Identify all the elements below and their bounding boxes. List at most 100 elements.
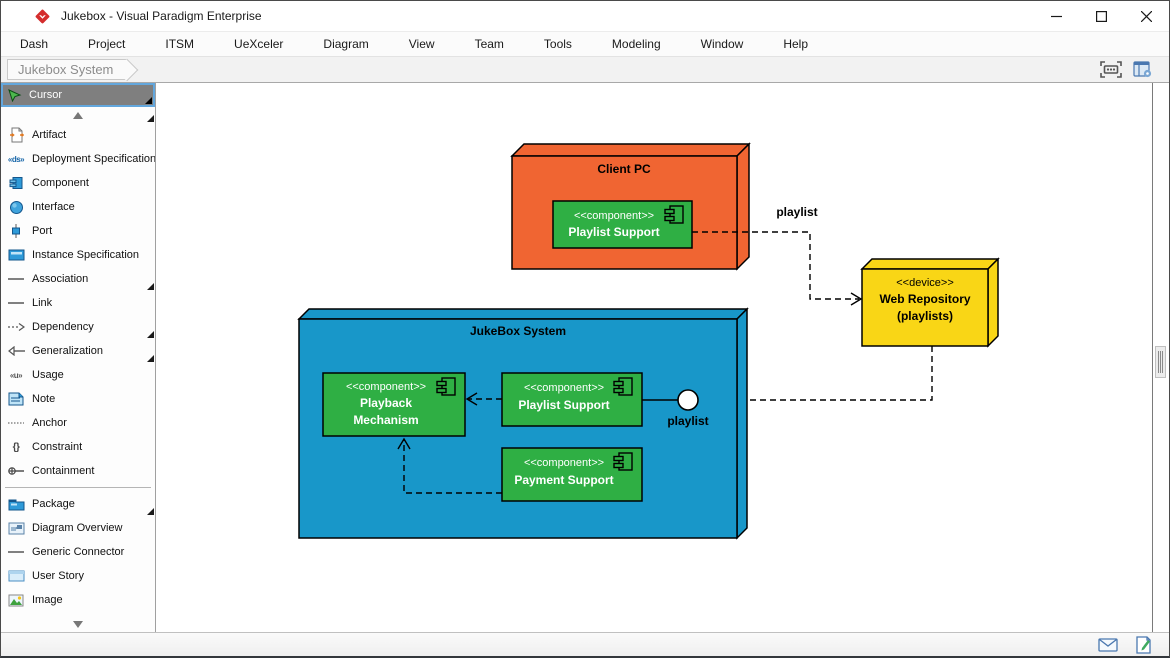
containment-icon: [7, 463, 25, 479]
toolbox-item-note[interactable]: Note: [1, 387, 155, 411]
toolbox-item-label: Cursor: [29, 89, 62, 101]
toolbox-item-anchor[interactable]: Anchor: [1, 411, 155, 435]
node-title: Client PC: [597, 162, 651, 176]
node-jukebox-system[interactable]: JukeBox System <<component>> Playback Me…: [299, 309, 747, 538]
status-bar: [1, 632, 1169, 656]
zoom-fit-icon: [1100, 61, 1122, 78]
menu-window[interactable]: Window: [688, 33, 757, 55]
component-playback-mechanism[interactable]: <<component>> Playback Mechanism: [323, 373, 465, 436]
toolbox-scroll-up[interactable]: [1, 107, 155, 123]
menu-itsm[interactable]: ITSM: [152, 33, 207, 55]
toolbox-item-generalization[interactable]: Generalization: [1, 339, 155, 363]
menu-diagram[interactable]: Diagram: [310, 33, 381, 55]
menu-uexceler[interactable]: UeXceler: [221, 33, 296, 55]
node-title: JukeBox System: [470, 324, 566, 338]
toolbox-item-constraint[interactable]: {} Constraint: [1, 435, 155, 459]
toolbox-item-cursor[interactable]: Cursor: [1, 83, 155, 107]
menu-project[interactable]: Project: [75, 33, 138, 55]
component-name: Playlist Support: [518, 398, 609, 412]
deployment-specification-icon: «ds»: [7, 151, 25, 167]
anchor-icon: [7, 415, 25, 431]
component-name: Payment Support: [514, 473, 613, 487]
menu-tools[interactable]: Tools: [531, 33, 585, 55]
toolbox-item-diagram-overview[interactable]: Diagram Overview: [1, 516, 155, 540]
component-playlist-support-client[interactable]: <<component>> Playlist Support: [553, 201, 692, 248]
panel-settings-icon: [1133, 61, 1153, 79]
toolbox-scroll-down[interactable]: [1, 616, 155, 632]
user-story-icon: [7, 568, 25, 584]
toolbox-item-association[interactable]: Association: [1, 267, 155, 291]
toolbox-item-deployment-specification[interactable]: «ds» Deployment Specification: [1, 147, 155, 171]
minimize-icon: [1051, 11, 1062, 22]
association-icon: [7, 271, 25, 287]
toolbox-item-interface[interactable]: Interface: [1, 195, 155, 219]
component-playlist-support-jukebox[interactable]: <<component>> Playlist Support: [502, 373, 642, 426]
toolbox-item-instance-specification[interactable]: Instance Specification: [1, 243, 155, 267]
usage-icon: «u»: [7, 367, 25, 383]
component-icon: [7, 175, 25, 191]
menu-view[interactable]: View: [396, 33, 448, 55]
port-icon: [7, 223, 25, 239]
toolbox-item-link[interactable]: Link: [1, 291, 155, 315]
component-stereotype: <<component>>: [524, 382, 604, 394]
image-icon: [7, 592, 25, 608]
maximize-button[interactable]: [1079, 1, 1124, 31]
note-icon: [7, 391, 25, 407]
visual-paradigm-logo-icon: [34, 8, 51, 25]
toolbox-item-artifact[interactable]: Artifact: [1, 123, 155, 147]
title-bar: Jukebox - Visual Paradigm Enterprise: [1, 1, 1169, 31]
generalization-icon: [7, 343, 25, 359]
component-stereotype: <<component>>: [524, 457, 604, 469]
link-icon: [7, 295, 25, 311]
node-web-repository[interactable]: <<device>> Web Repository (playlists): [862, 259, 998, 346]
toolbox-divider: [5, 487, 151, 488]
constraint-icon: {}: [7, 439, 25, 455]
toolbox-item-generic-connector[interactable]: Generic Connector: [1, 540, 155, 564]
dependency-icon: [7, 319, 25, 335]
toolbox-item-image[interactable]: Image: [1, 588, 155, 612]
mail-icon: [1098, 638, 1118, 652]
instance-specification-icon: [7, 247, 25, 263]
toolbox-item-dependency[interactable]: Dependency: [1, 315, 155, 339]
toolbox-item-package[interactable]: Package: [1, 492, 155, 516]
interface-icon: [7, 199, 25, 215]
toolbox-item-user-story[interactable]: User Story: [1, 564, 155, 588]
component-name: Playback: [360, 396, 412, 410]
node-title: Web Repository: [879, 292, 970, 306]
menu-team[interactable]: Team: [462, 33, 517, 55]
diagram-canvas[interactable]: Client PC <<component>> Playlist Support: [156, 83, 1152, 632]
close-button[interactable]: [1124, 1, 1169, 31]
toolbox-item-component[interactable]: Component: [1, 171, 155, 195]
node-client-pc[interactable]: Client PC <<component>> Playlist Support: [512, 144, 749, 269]
toolbox-item-containment[interactable]: Containment: [1, 459, 155, 483]
window-title: Jukebox - Visual Paradigm Enterprise: [61, 9, 262, 23]
menu-modeling[interactable]: Modeling: [599, 33, 674, 55]
scroll-up-icon: [73, 112, 83, 119]
minimize-button[interactable]: [1034, 1, 1079, 31]
edit-document-button[interactable]: [1133, 636, 1155, 654]
connector-label: playlist: [776, 205, 817, 219]
scroll-down-icon: [73, 621, 83, 628]
node-title-line2: (playlists): [897, 309, 953, 323]
interface-ball-icon: [678, 390, 698, 410]
document-edit-icon: [1136, 636, 1152, 654]
menu-dash[interactable]: Dash: [7, 33, 61, 55]
component-payment-support[interactable]: <<component>> Payment Support: [502, 448, 642, 501]
component-stereotype: <<component>>: [346, 381, 426, 393]
tab-label: Jukebox System: [18, 62, 113, 77]
maximize-icon: [1096, 11, 1107, 22]
package-icon: [7, 496, 25, 512]
menu-help[interactable]: Help: [770, 33, 821, 55]
panel-splitter-grip[interactable]: [1155, 346, 1166, 378]
zoom-fit-button[interactable]: [1099, 60, 1123, 80]
panel-settings-button[interactable]: [1131, 60, 1155, 80]
tab-jukebox-system[interactable]: Jukebox System: [7, 59, 127, 80]
interface-label: playlist: [667, 414, 708, 428]
toolbox-item-port[interactable]: Port: [1, 219, 155, 243]
deployment-diagram: Client PC <<component>> Playlist Support: [156, 83, 1152, 632]
right-panel-gutter: [1152, 83, 1169, 632]
artifact-icon: [7, 127, 25, 143]
messages-button[interactable]: [1097, 636, 1119, 654]
toolbox-item-usage[interactable]: «u» Usage: [1, 363, 155, 387]
